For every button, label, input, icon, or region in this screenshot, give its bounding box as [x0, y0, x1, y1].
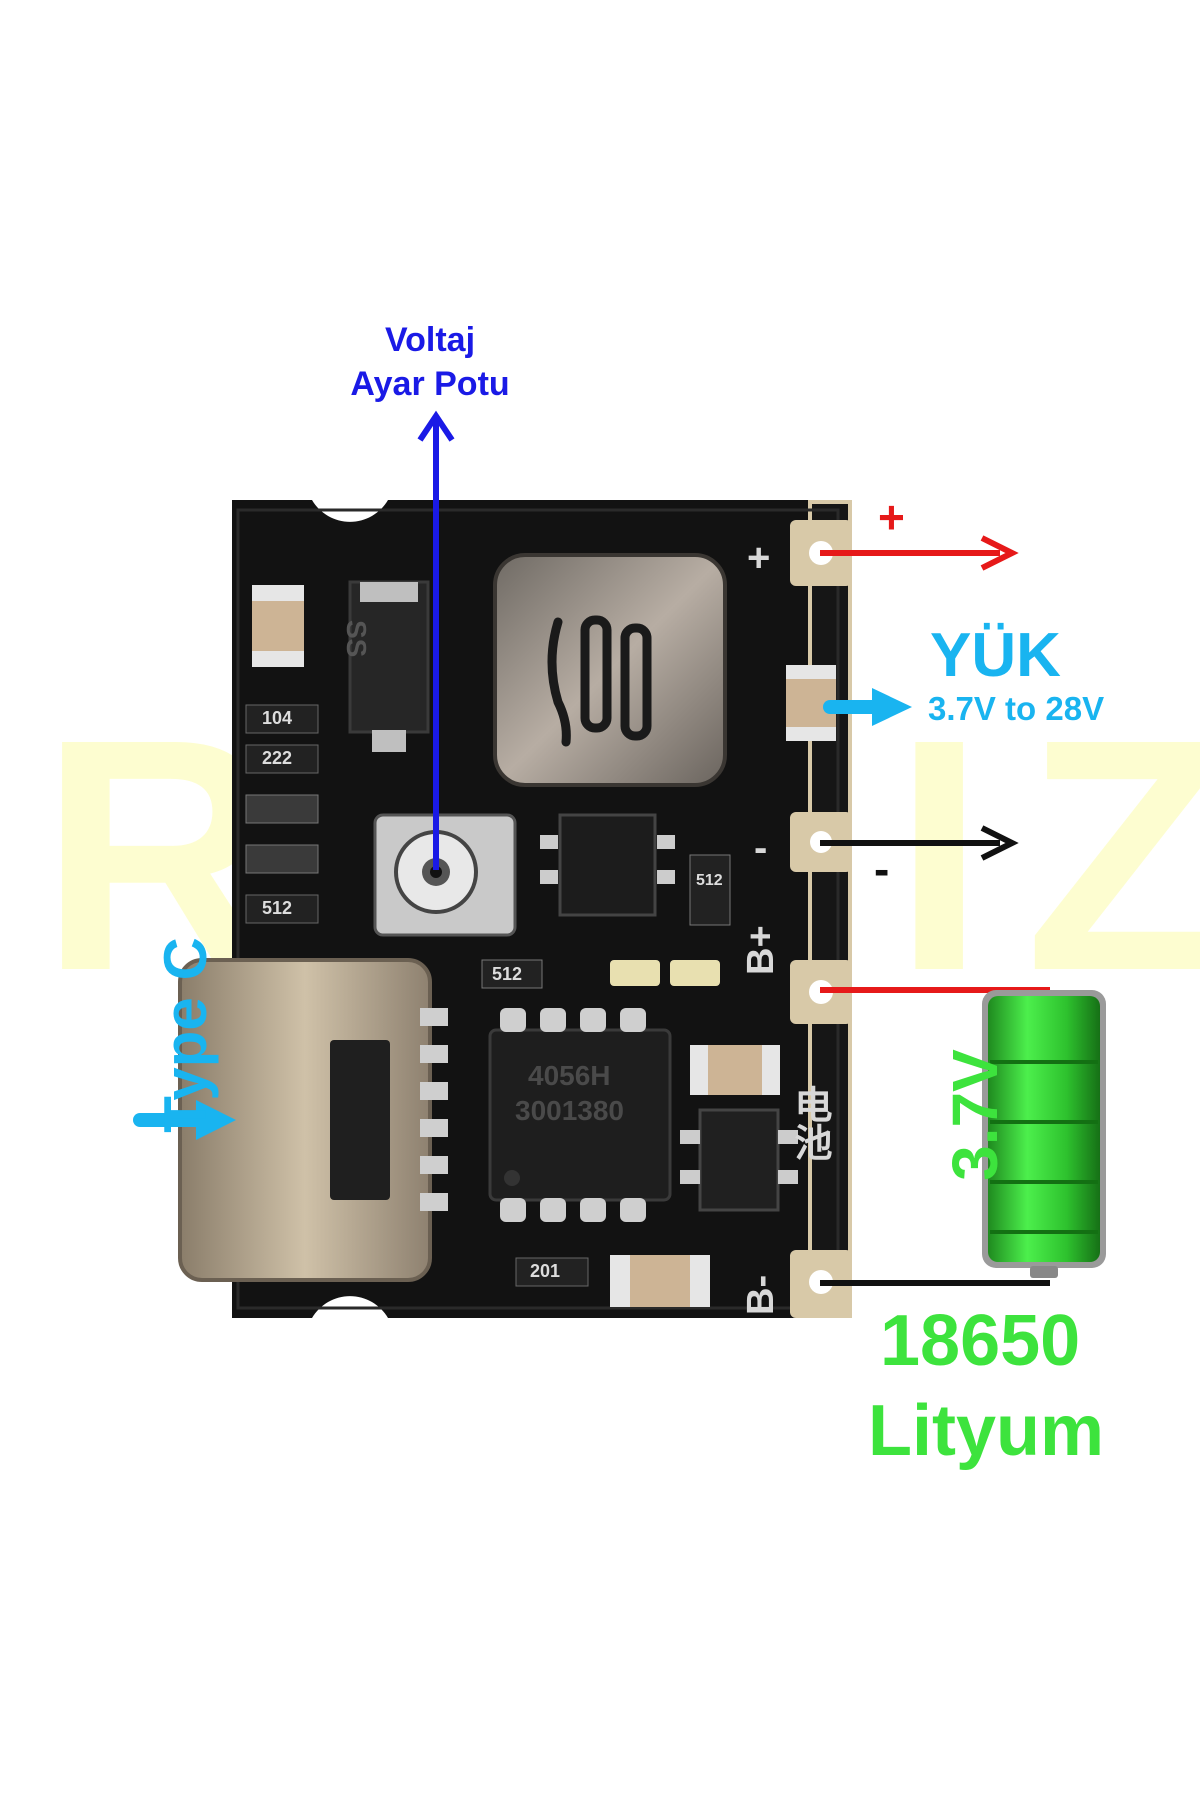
- diode-marking: SS: [341, 620, 372, 658]
- output-plus-label: +: [878, 491, 905, 543]
- pad-b-minus-silk: B-: [740, 1274, 782, 1315]
- usb-type-c-port[interactable]: [178, 958, 448, 1282]
- battery-icon: [982, 990, 1106, 1278]
- capacitor-right: [690, 1045, 780, 1095]
- pad-minus-silk: -: [754, 826, 768, 870]
- inductor: [493, 553, 727, 787]
- type-c-input-arrow: [133, 1100, 236, 1140]
- plus-output-arrow: [820, 535, 1019, 571]
- potentiometer-arrow: [417, 410, 455, 870]
- output-minus-label: -: [874, 843, 890, 895]
- load-title: YÜK: [930, 621, 1061, 690]
- schottky-diode: [348, 580, 430, 752]
- pad-battery-silk: 电池: [788, 1085, 830, 1161]
- inductor-marking: 100: [557, 640, 559, 641]
- resistor-label-2: 222: [262, 748, 293, 768]
- voltage-potentiometer[interactable]: [373, 813, 517, 937]
- pad-b-plus-silk: B+: [740, 925, 782, 975]
- minus-output-arrow: [820, 825, 1019, 861]
- resistor-label-5: 512: [696, 872, 723, 889]
- capacitor-bottom: [515, 1255, 710, 1307]
- battery-capacity-label: 18650: [880, 1301, 1081, 1381]
- led-row: [481, 959, 720, 989]
- potentiometer-label: Voltaj Ayar Potu: [330, 318, 530, 406]
- potentiometer-label-line1: Voltaj: [384, 321, 476, 359]
- load-voltage-range: 3.7V to 28V: [928, 690, 1105, 727]
- mosfet-middle: [540, 813, 731, 926]
- chip-marking-2: 3001380: [515, 1095, 625, 1126]
- chip-marking-1: 4056H: [528, 1060, 611, 1091]
- battery-voltage-label: 3.7V: [939, 1049, 1011, 1181]
- potentiometer-label-line2: Ayar Potu: [350, 365, 510, 403]
- output-capacitor: [786, 665, 836, 741]
- charger-ic: [488, 1008, 672, 1222]
- pad-plus-silk: +: [747, 536, 771, 580]
- resistor-label-1: 104: [262, 708, 293, 728]
- resistor-label-3: 512: [262, 898, 293, 918]
- right-mosfet: [680, 1108, 798, 1212]
- resistor-column: [245, 704, 319, 924]
- type-c-label: Type C: [152, 937, 219, 1133]
- resistor-label-6: 201: [530, 1261, 561, 1281]
- output-load-arrow: [823, 688, 912, 726]
- resistor-label-4: 512: [492, 964, 523, 984]
- battery-chemistry-label: Lityum: [868, 1391, 1105, 1471]
- capacitor-top-left: [252, 585, 304, 667]
